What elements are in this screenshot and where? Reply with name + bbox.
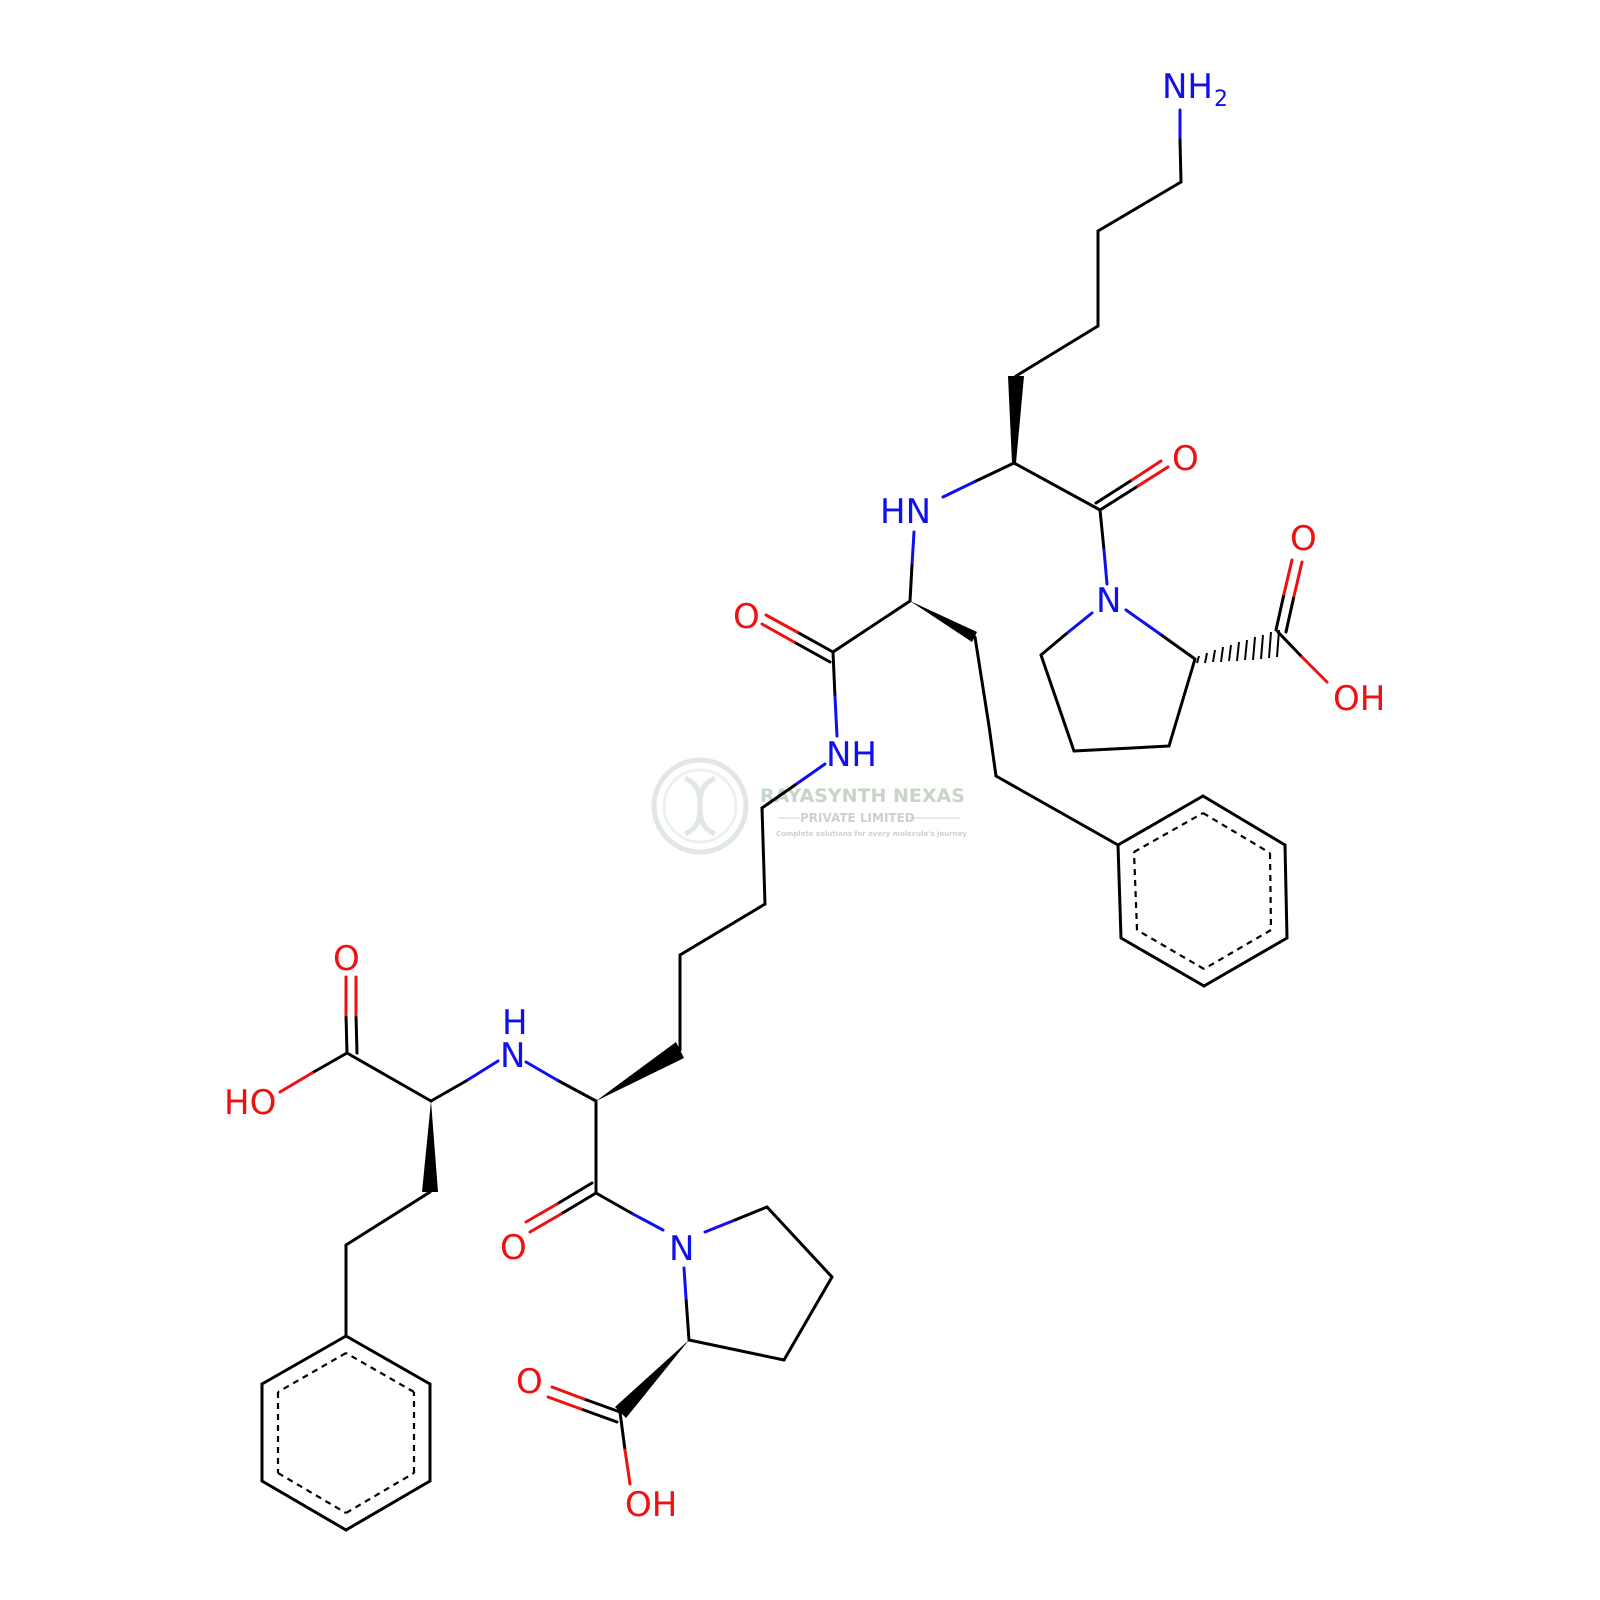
bonds bbox=[260, 108, 1329, 1532]
atom-label-oxygen-carbonyl-top: O bbox=[1172, 439, 1199, 479]
atom-label-oxygen-acid-top: O bbox=[1290, 519, 1317, 559]
watermark-company-suffix: PRIVATE LIMITED bbox=[800, 811, 915, 825]
atom-label-oxygen-left-acid: O bbox=[333, 939, 360, 979]
atom-label-oxygen-amide: O bbox=[733, 597, 760, 637]
atom-label-oxygen-acid-bottom: O bbox=[516, 1362, 543, 1402]
hash-bond bbox=[1196, 629, 1280, 664]
atom-label-amine-nh: NH bbox=[1162, 67, 1213, 107]
atom-label-hydrogen-left: H bbox=[502, 1003, 528, 1043]
atom-label-nitrogen-proline-top: N bbox=[1096, 581, 1121, 621]
atom-label-hn-top: HN bbox=[880, 492, 931, 532]
wedge-bond bbox=[596, 1042, 684, 1101]
wedge-bond bbox=[1008, 376, 1024, 463]
atom-label-nh-amide: NH bbox=[826, 735, 877, 775]
wedge-bond bbox=[422, 1101, 438, 1192]
atom-label-oxygen-lower-carbonyl: O bbox=[500, 1228, 527, 1268]
atom-label-nitrogen-proline-bottom: N bbox=[669, 1229, 694, 1269]
atom-label-hydroxyl-bottom: OH bbox=[625, 1485, 677, 1525]
atom-labels: NH 2 O HN O O N OH NH O H N HO O N O OH bbox=[224, 67, 1385, 1525]
watermark-tagline: Complete solutions for every molecule's … bbox=[776, 830, 967, 838]
wedge-bond bbox=[615, 1340, 689, 1418]
watermark-logo bbox=[651, 757, 749, 855]
wedge-bond bbox=[910, 601, 977, 642]
watermark-company-name: RAYASYNTH NEXAS bbox=[760, 785, 965, 807]
atom-label-hydroxyl-top: OH bbox=[1333, 679, 1385, 719]
atom-label-amine-subscript: 2 bbox=[1214, 87, 1228, 112]
atom-label-nitrogen-left: N bbox=[500, 1036, 525, 1076]
atom-label-hydroxyl-left: HO bbox=[224, 1083, 276, 1123]
